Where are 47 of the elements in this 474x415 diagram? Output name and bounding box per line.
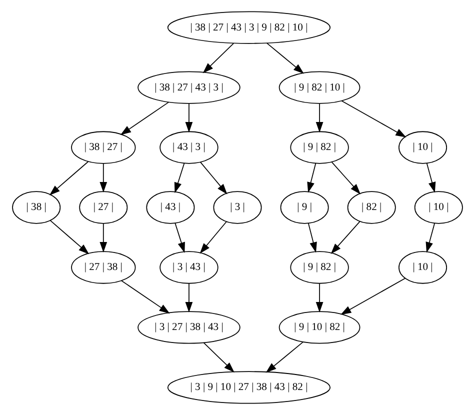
- arrow: [426, 162, 436, 193]
- arrow: [184, 283, 192, 313]
- node-ellipse: | 9 | 10 | 82 |: [278, 311, 360, 344]
- node-ellipse: | 3 | 27 | 38 | 43 |: [137, 311, 240, 344]
- arrow: [49, 220, 89, 254]
- node-ellipse: | 38 | 27 | 43 | 3 |: [137, 71, 240, 104]
- node-ellipse: | 38 |: [12, 191, 60, 224]
- arrow: [307, 222, 316, 253]
- arrow: [184, 103, 192, 133]
- node-ellipse: | 10 |: [398, 251, 447, 284]
- arrow: [99, 163, 107, 193]
- arrow: [202, 42, 234, 74]
- arrow: [174, 162, 184, 194]
- arrow: [202, 342, 234, 372]
- node-ellipse: | 10 |: [414, 191, 462, 224]
- node-ellipse: | 82 |: [346, 191, 396, 224]
- arrow: [174, 222, 184, 253]
- arrow: [265, 342, 303, 373]
- arrow: [120, 102, 169, 136]
- node-ellipse: | 43 | 3 |: [159, 131, 218, 164]
- arrow: [330, 162, 360, 194]
- arrow: [315, 283, 323, 313]
- arrow: [315, 103, 323, 133]
- node-ellipse: | 9 | 82 |: [290, 131, 348, 164]
- node-ellipse: | 10 |: [398, 131, 447, 164]
- node-ellipse: | 9 |: [280, 191, 328, 224]
- arrow: [200, 162, 227, 194]
- arrow: [48, 161, 88, 196]
- arrow: [120, 280, 170, 314]
- arrow: [425, 222, 434, 253]
- arrow: [340, 100, 406, 138]
- arrow: [199, 221, 226, 254]
- node-ellipse: | 27 |: [78, 191, 128, 224]
- arrow: [340, 278, 405, 315]
- node-ellipse: | 27 | 38 |: [70, 251, 136, 284]
- node-ellipse: | 3 | 43 |: [159, 251, 218, 284]
- node-ellipse: | 38 | 27 | 43 | 3 | 9 | 82 | 10 |: [166, 11, 330, 44]
- node-ellipse: | 43 |: [146, 191, 194, 224]
- node-ellipse: | 9 | 82 |: [290, 251, 348, 284]
- node-ellipse: | 9 | 82 | 10 |: [278, 71, 360, 104]
- arrow: [99, 223, 107, 253]
- arrow: [330, 221, 360, 254]
- node-ellipse: | 3 |: [212, 191, 262, 224]
- arrow: [306, 162, 316, 193]
- node-ellipse: | 3 | 9 | 10 | 27 | 38 | 43 | 82 |: [166, 371, 330, 404]
- node-ellipse: | 38 | 27 |: [70, 131, 136, 164]
- arrow: [266, 42, 304, 74]
